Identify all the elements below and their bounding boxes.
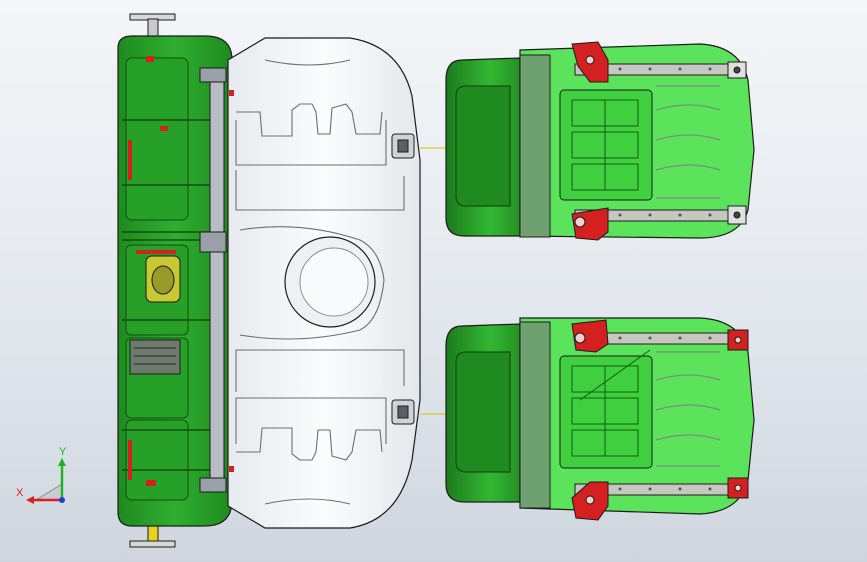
seat-back-insert-hole (151, 265, 175, 295)
seat-top-pan-ribs (571, 99, 639, 191)
seat-top-bracket-lower[interactable] (571, 207, 609, 241)
seat-top-pan (559, 89, 653, 201)
seat-top-springs (655, 85, 721, 199)
seat-bottom-rail-holes (618, 336, 712, 491)
bracket-bolt-icon (585, 495, 595, 505)
tray-red-tabs (229, 90, 234, 472)
bracket-bolt-icon (574, 332, 586, 344)
seat-bottom-cushion-inner (455, 351, 511, 473)
y-axis-label: Y (59, 446, 67, 458)
coordinate-triad-icon: X Y (16, 446, 67, 504)
hinge-brackets (199, 67, 227, 493)
seat-back-panels (125, 57, 189, 501)
tray-dome-inner (299, 247, 369, 317)
top-peg (129, 13, 176, 38)
tray-channels (235, 59, 405, 505)
seat-bottom-side-strip (519, 321, 551, 509)
hinge-rail (209, 71, 225, 491)
seat-back-ribs (122, 119, 212, 471)
right-seat-top[interactable] (445, 41, 755, 241)
tray-clips (391, 133, 415, 425)
bracket-bolt-icon (574, 216, 586, 228)
x-axis-label: X (16, 487, 24, 499)
seat-bottom-springs (655, 351, 721, 467)
seat-top-cushion-inner (455, 85, 511, 207)
seat-top-pivots (727, 61, 747, 225)
seat-bottom-red-pivots (727, 329, 749, 499)
seat-top-rail-holes (618, 67, 712, 217)
right-seat-bottom[interactable] (445, 317, 755, 521)
seat-bottom-pan (559, 355, 653, 469)
bracket-bolt-icon (585, 55, 595, 65)
bottom-peg (129, 521, 176, 548)
seat-back-mechanism (129, 339, 181, 375)
seat-bottom-pan-ribs (571, 349, 651, 457)
left-seat-assembly[interactable] (117, 13, 448, 548)
seat-bottom-bracket-upper[interactable] (571, 319, 609, 353)
mechanism-lines (134, 347, 176, 365)
seat-top-side-strip (519, 54, 551, 238)
